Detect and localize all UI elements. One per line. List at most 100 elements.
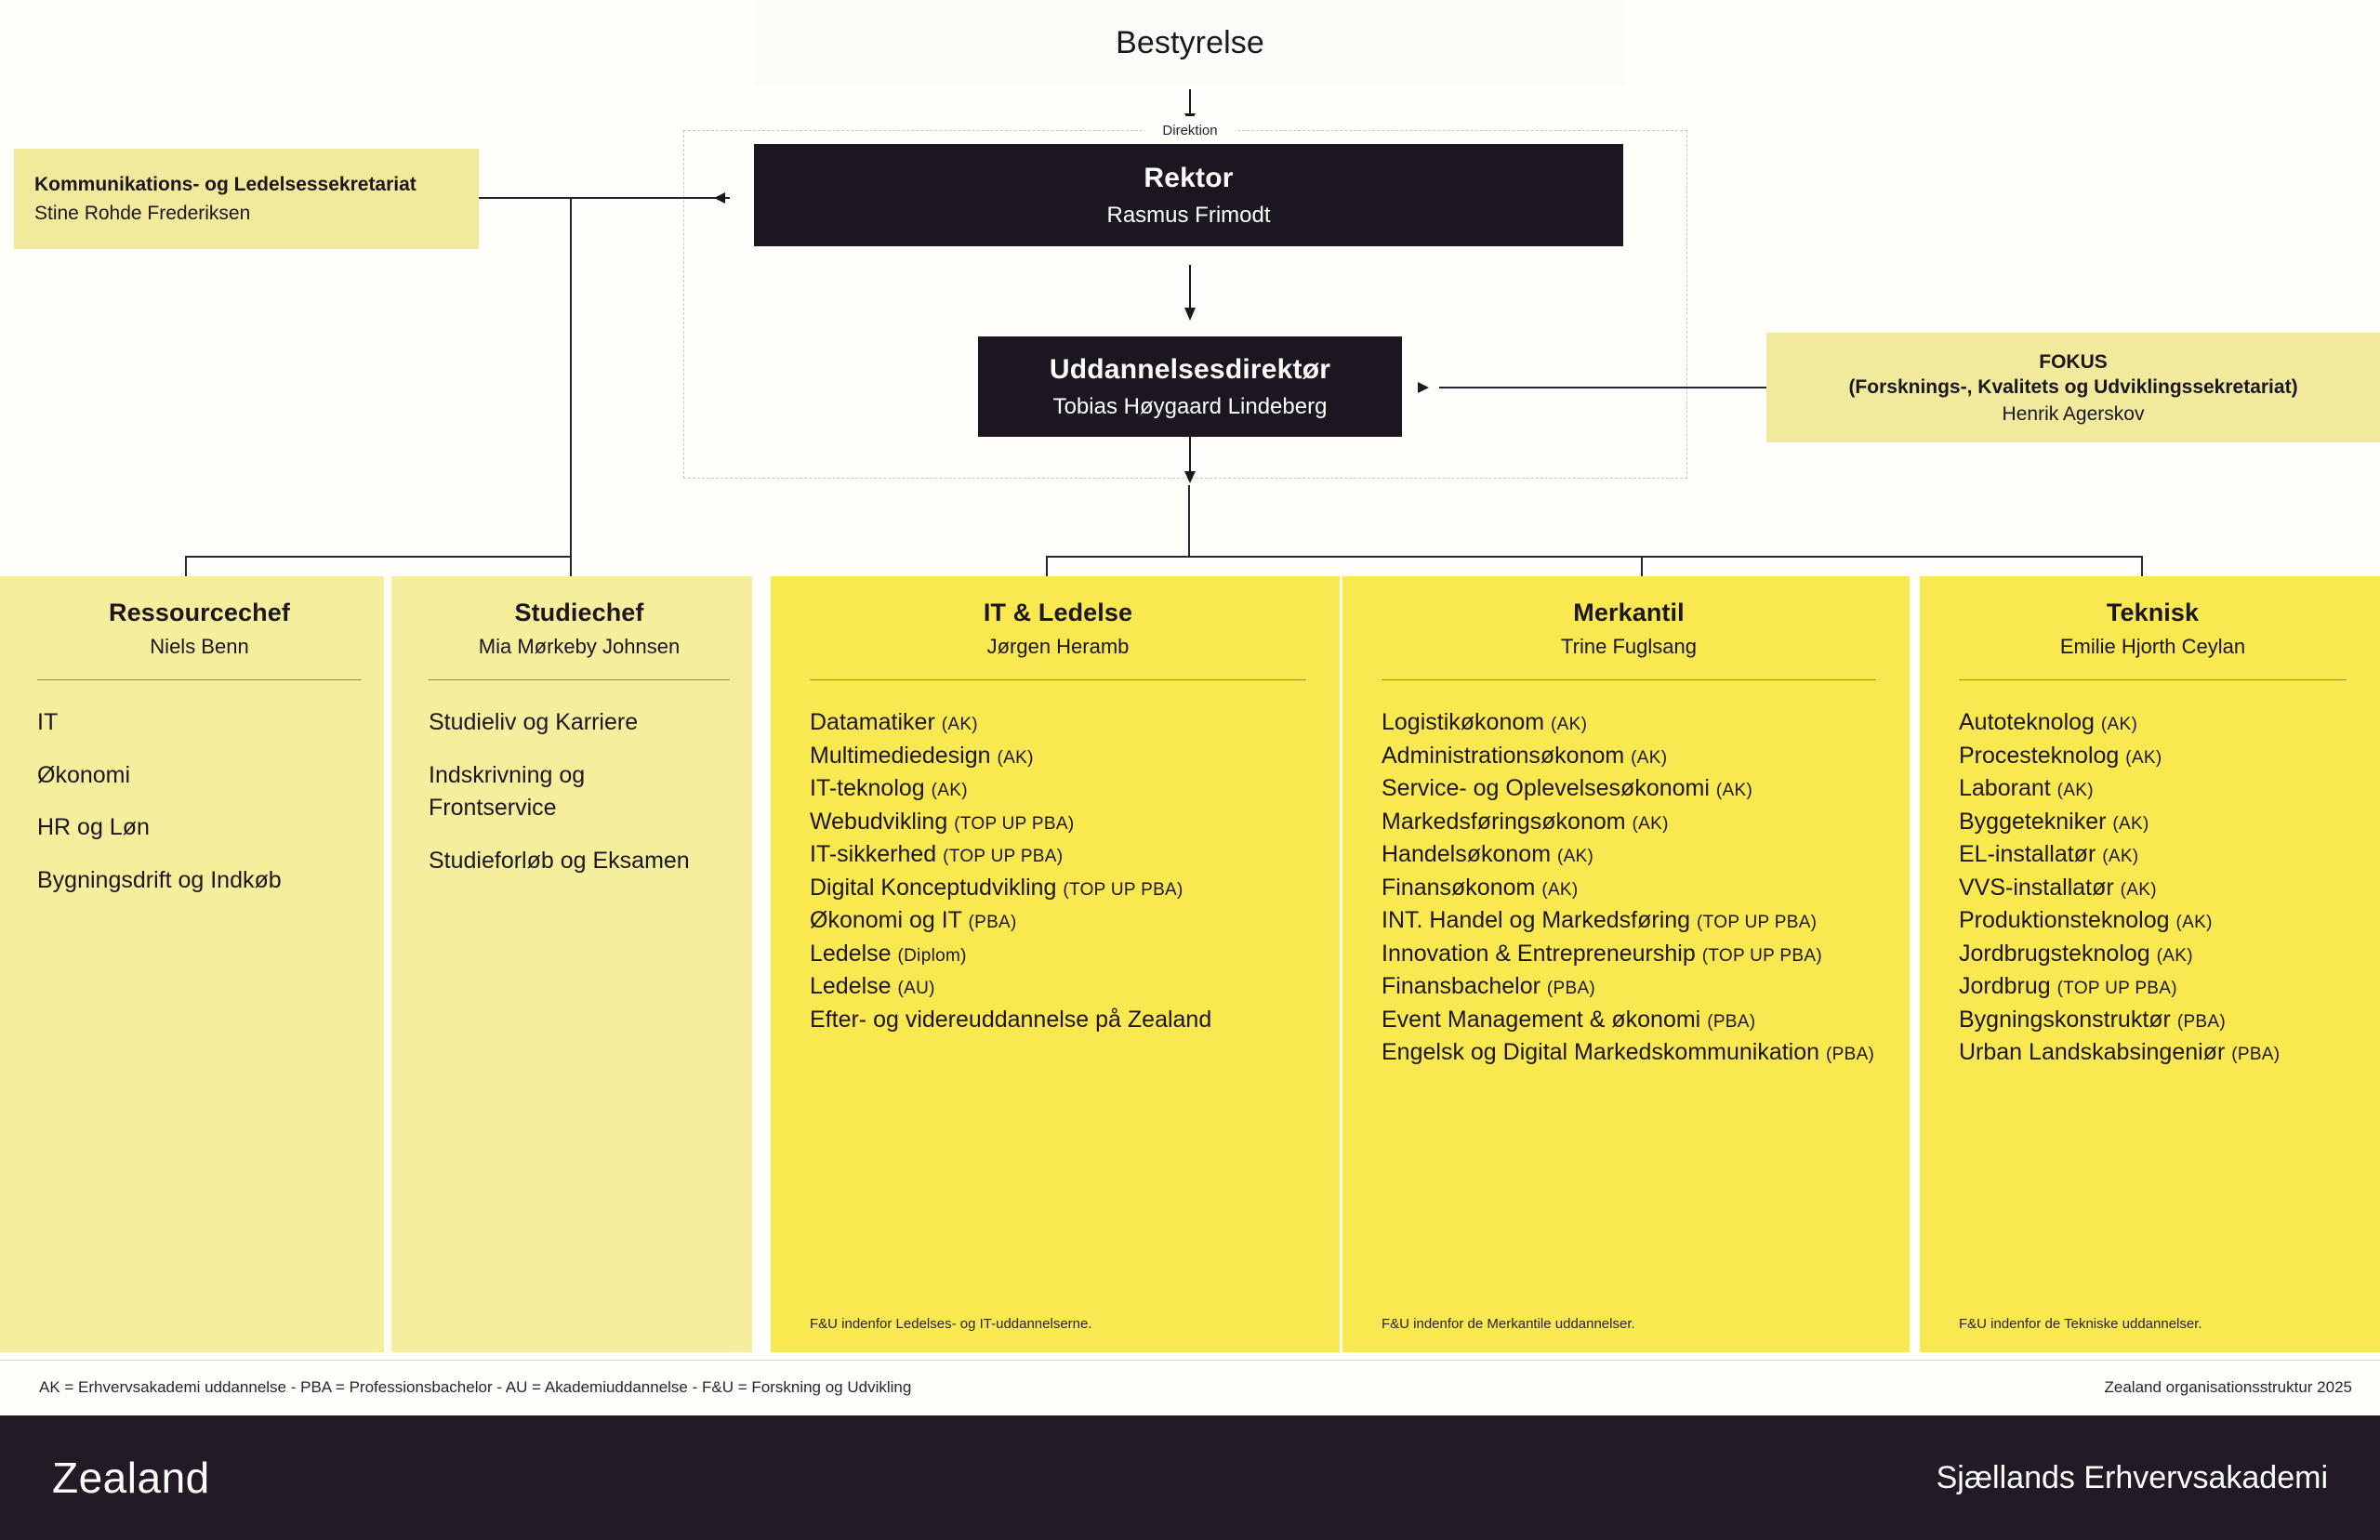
- list-item-label: Finansøkonom: [1382, 874, 1536, 901]
- connector-stem-departments: [1188, 485, 1190, 558]
- list-item-label: Autoteknolog: [1959, 709, 2095, 735]
- list-item: Jordbrugsteknolog (AK): [1959, 938, 2347, 971]
- list-item-suffix: (AK): [2056, 781, 2094, 800]
- connector-bus-departments: [1046, 556, 2143, 558]
- list-item-suffix: (AK): [2125, 747, 2162, 768]
- arrow-out-to-fokus: [1418, 382, 1429, 393]
- list-item-suffix: (AK): [1632, 813, 1669, 834]
- column-divider: [810, 679, 1306, 680]
- list-item-label: Produktionsteknolog: [1959, 907, 2170, 933]
- list-item-label: HR og Løn: [37, 814, 150, 840]
- list-item-label: Logistikøkonom: [1382, 709, 1545, 735]
- list-item-suffix: (PBA): [2231, 1045, 2281, 1064]
- list-item-label: Bygningskonstruktør: [1959, 1006, 2171, 1033]
- list-item: Bygningskonstruktør (PBA): [1959, 1004, 2347, 1037]
- list-item: Studieliv og Karriere: [429, 706, 730, 740]
- kommunikations-sekretariat-box: Kommunikations- og Ledelsessekretariat S…: [14, 149, 479, 249]
- column-item-list: Studieliv og Karriere Indskrivning og Fr…: [429, 706, 730, 897]
- connector-bus-left: [185, 556, 571, 558]
- list-item: Urban Landskabsingeniør (PBA): [1959, 1036, 2347, 1070]
- list-item-label: VVS-installatør: [1959, 874, 2114, 901]
- list-item: Finansøkonom (AK): [1382, 872, 1876, 905]
- list-item-suffix: (PBA): [1707, 1011, 1756, 1032]
- list-item-suffix: (AK): [997, 747, 1034, 768]
- column-studiechef: Studiechef Mia Mørkeby Johnsen Studieliv…: [391, 576, 752, 1352]
- list-item-label: Indskrivning og Frontservice: [429, 761, 586, 822]
- list-item: Ledelse (Diplom): [810, 938, 1306, 971]
- list-item-suffix: (AK): [2175, 913, 2213, 932]
- list-item-label: Administrationsøkonom: [1382, 742, 1625, 769]
- list-item-label: IT: [37, 709, 59, 735]
- fokus-box: FOKUS (Forsknings-, Kvalitets og Udvikli…: [1766, 333, 2380, 442]
- list-item-label: Event Management & økonomi: [1382, 1006, 1701, 1033]
- rektor-person: Rasmus Frimodt: [1106, 202, 1271, 228]
- list-item-suffix: (AK): [1631, 747, 1668, 768]
- column-divider: [429, 679, 730, 680]
- connector-drop-to-merkantil: [1641, 556, 1643, 578]
- list-item-suffix: (AK): [1556, 847, 1594, 866]
- column-item-list: IT Økonomi HR og Løn Bygningsdrift og In…: [37, 706, 362, 916]
- list-item-label: Service- og Oplevelsesøkonomi: [1382, 775, 1710, 801]
- list-item-label: Ledelse: [810, 973, 892, 999]
- list-item-suffix: (AK): [2120, 879, 2157, 900]
- list-item: Byggetekniker (AK): [1959, 806, 2347, 839]
- list-item: Autoteknolog (AK): [1959, 706, 2347, 740]
- list-item: Økonomi og IT (PBA): [810, 904, 1306, 938]
- list-item-suffix: (AK): [2112, 813, 2149, 834]
- list-item: Webudvikling (TOP UP PBA): [810, 806, 1306, 839]
- list-item: Økonomi: [37, 759, 362, 793]
- column-title: Merkantil: [1573, 599, 1685, 626]
- column-person: Trine Fuglsang: [1561, 635, 1697, 658]
- column-person: Jørgen Heramb: [986, 635, 1130, 658]
- list-item-suffix: (AK): [2156, 945, 2193, 966]
- list-item-suffix: (PBA): [1546, 979, 1596, 998]
- connector-drop-to-studiechef: [570, 197, 572, 576]
- list-item-suffix: (AK): [2100, 715, 2138, 734]
- list-item: HR og Løn: [37, 811, 362, 845]
- column-merkantil: Merkantil Trine Fuglsang Logistikøkonom …: [1342, 576, 1910, 1352]
- list-item: Service- og Oplevelsesøkonomi (AK): [1382, 772, 1876, 806]
- legend-abbreviations: AK = Erhvervsakademi uddannelse - PBA = …: [39, 1378, 912, 1396]
- list-item-suffix: (PBA): [968, 913, 1017, 932]
- column-divider: [1959, 679, 2347, 680]
- fokus-person: Henrik Agerskov: [2002, 403, 2145, 426]
- list-item: Jordbrug (TOP UP PBA): [1959, 970, 2347, 1004]
- list-item-label: Innovation & Entrepreneurship: [1382, 940, 1696, 967]
- list-item-suffix: (AK): [1541, 879, 1579, 900]
- list-item-suffix: (TOP UP PBA): [954, 813, 1075, 834]
- list-item: EL-installatør (AK): [1959, 838, 2347, 872]
- column-person: Emilie Hjorth Ceylan: [2059, 635, 2246, 658]
- list-item-label: Laborant: [1959, 775, 2051, 801]
- column-title: IT & Ledelse: [983, 599, 1133, 626]
- column-divider: [1382, 679, 1876, 680]
- list-item: Produktionsteknolog (AK): [1959, 904, 2347, 938]
- fokus-title-line1: FOKUS: [2039, 350, 2108, 373]
- list-item-suffix: (TOP UP PBA): [1063, 879, 1183, 900]
- column-item-list: Logistikøkonom (AK) Administrationsøkono…: [1382, 706, 1876, 1070]
- list-item: Handelsøkonom (AK): [1382, 838, 1876, 872]
- list-item-label: Urban Landskabsingeniør: [1959, 1039, 2226, 1065]
- brand-logo: Zealand: [52, 1454, 210, 1502]
- list-item: INT. Handel og Markedsføring (TOP UP PBA…: [1382, 904, 1876, 938]
- arrow-into-rektor-left: [714, 192, 725, 204]
- list-item: Efter- og videreuddannelse på Zealand: [810, 1004, 1306, 1037]
- connector-drop-to-it-ledelse: [1046, 556, 1048, 578]
- list-item-label: Handelsøkonom: [1382, 841, 1552, 867]
- list-item: Innovation & Entrepreneurship (TOP UP PB…: [1382, 938, 1876, 971]
- list-item: IT-sikkerhed (TOP UP PBA): [810, 838, 1306, 872]
- list-item: Logistikøkonom (AK): [1382, 706, 1876, 740]
- list-item: Studieforløb og Eksamen: [429, 845, 730, 878]
- column-person: Mia Mørkeby Johnsen: [478, 635, 681, 658]
- column-footnote: F&U indenfor de Tekniske uddannelser.: [1959, 1316, 2202, 1332]
- board-title: Bestyrelse: [1116, 24, 1264, 60]
- list-item-label: Byggetekniker: [1959, 808, 2107, 835]
- list-item-suffix: (AK): [2102, 847, 2139, 866]
- list-item-suffix: (Diplom): [897, 945, 967, 966]
- list-item-label: Økonomi og IT: [810, 907, 962, 933]
- list-item-label: Multimediedesign: [810, 742, 991, 769]
- list-item-label: Bygningsdrift og Indkøb: [37, 866, 282, 893]
- list-item-suffix: (AU): [897, 979, 935, 998]
- list-item-label: EL-installatør: [1959, 841, 2096, 867]
- list-item-label: Studieliv og Karriere: [429, 709, 639, 735]
- list-item: Administrationsøkonom (AK): [1382, 740, 1876, 773]
